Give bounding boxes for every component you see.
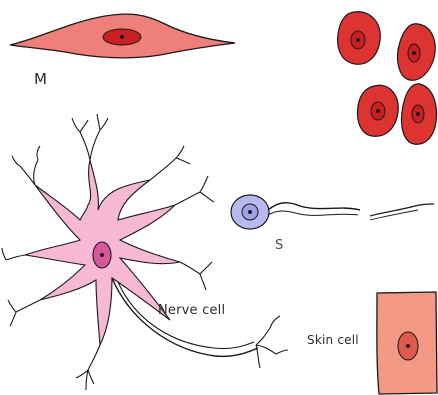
red-blood-cells xyxy=(338,12,437,144)
nerve-cell xyxy=(2,114,288,390)
skin-cell-label: Skin cell xyxy=(307,333,359,347)
muscle-cell xyxy=(10,14,235,58)
muscle-cell-label: M xyxy=(34,70,47,88)
skin-cell xyxy=(377,292,437,394)
sperm-cell xyxy=(231,195,434,229)
red-blood-cell xyxy=(358,85,399,136)
nerve-cell-label: Nerve cell xyxy=(158,303,225,318)
red-blood-cell xyxy=(402,84,437,144)
red-blood-cell xyxy=(338,12,381,64)
sperm-cell-label: S xyxy=(275,238,283,253)
red-blood-cell xyxy=(398,24,436,80)
